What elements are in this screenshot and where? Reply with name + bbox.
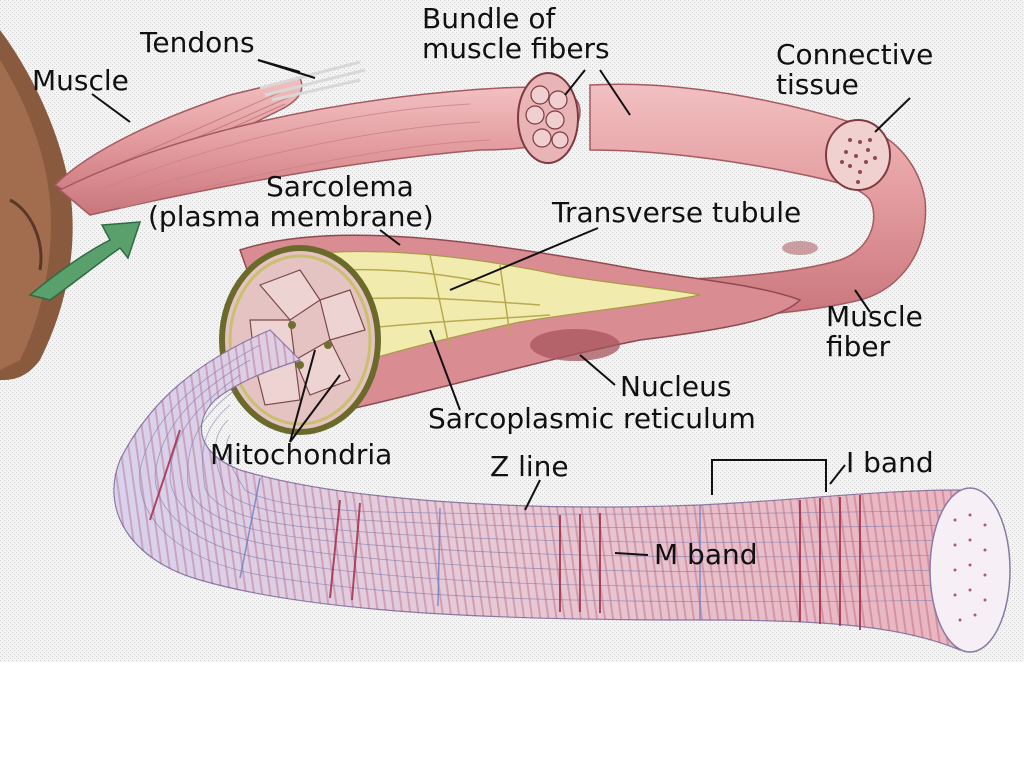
label-bundle-line1: Bundle of	[422, 2, 556, 35]
label-nucleus: Nucleus	[620, 370, 732, 403]
label-tendons: Tendons	[140, 26, 255, 59]
label-m-band: M band	[654, 538, 758, 571]
label-sarcolema: Sarcolema (plasma membrane)	[148, 172, 434, 232]
leader-lines	[91, 59, 911, 556]
label-muscle-fiber: Muscle fiber	[826, 302, 923, 362]
label-connective-line2: tissue	[776, 68, 859, 101]
green-arrow	[28, 221, 142, 301]
myofibril-end-cap	[929, 487, 1011, 653]
connective-tissue-cross-section	[825, 119, 891, 191]
label-muscle-fiber-line2: fiber	[826, 330, 891, 363]
label-bundle-line2: muscle fibers	[422, 32, 610, 65]
label-bundle-of-muscle-fibers: Bundle of muscle fibers	[422, 4, 610, 64]
tendons-fibers	[259, 60, 366, 102]
label-connective-tissue: Connective tissue	[776, 40, 933, 100]
label-z-line: Z line	[490, 450, 569, 483]
nucleus-shape	[530, 329, 620, 361]
label-sarcolema-line1: Sarcolema	[266, 170, 414, 203]
label-muscle: Muscle	[32, 64, 129, 97]
fiber-bundle	[58, 86, 581, 216]
sarcoplasmic-reticulum-region	[299, 250, 701, 366]
label-mitochondria: Mitochondria	[210, 438, 393, 471]
label-sarcoplasmic-reticulum: Sarcoplasmic reticulum	[428, 402, 756, 435]
label-muscle-fiber-line1: Muscle	[826, 300, 923, 333]
label-i-band: I band	[846, 446, 934, 479]
label-connective-line1: Connective	[776, 38, 934, 71]
label-transverse-tubule: Transverse tubule	[552, 196, 802, 229]
label-sarcolema-line2: (plasma membrane)	[148, 200, 434, 233]
